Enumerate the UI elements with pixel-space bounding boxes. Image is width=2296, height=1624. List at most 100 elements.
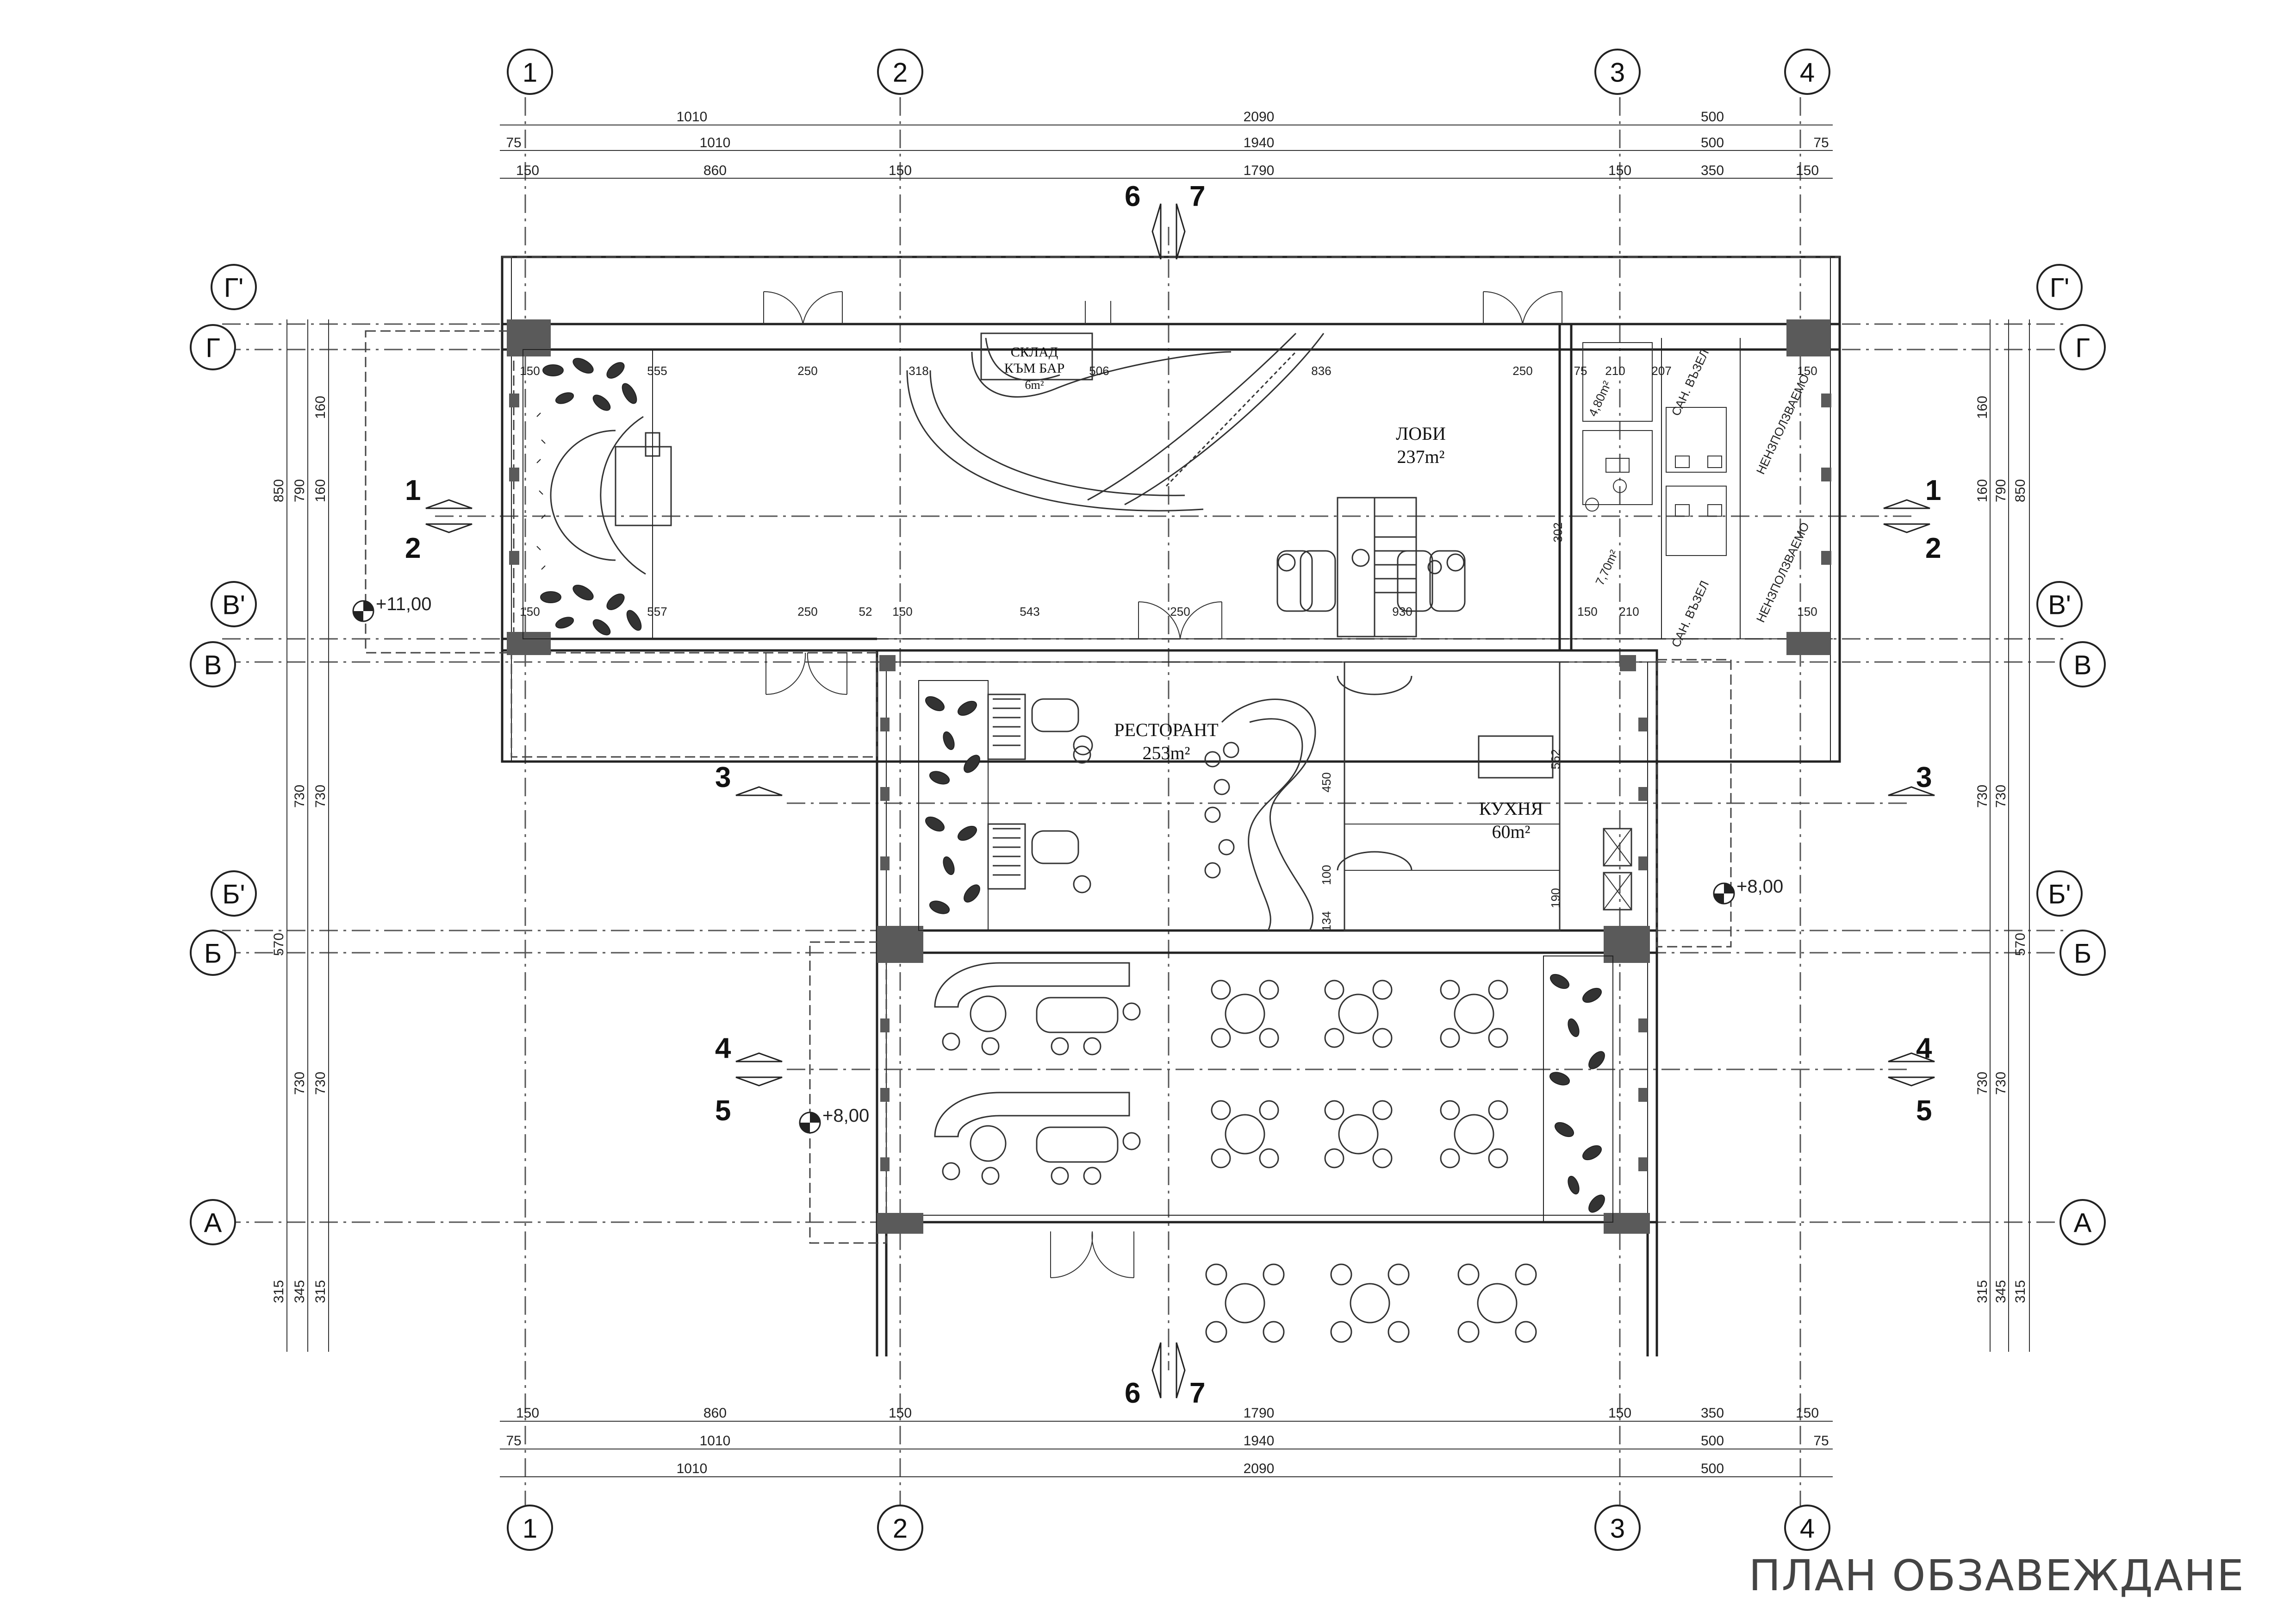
dim-label: 1010 xyxy=(677,1461,708,1476)
dim-label: 500 xyxy=(1701,1461,1724,1476)
inner-dim: 150 xyxy=(1797,605,1817,618)
room-name-restaurant: РЕСТОРАНТ xyxy=(1114,719,1219,740)
grid-axes xyxy=(222,97,2069,1509)
room-area-lobby: 237m² xyxy=(1397,446,1444,467)
inner-dim: 836 xyxy=(1311,364,1331,378)
axis-label: Б xyxy=(2074,939,2091,969)
inner-dim: 207 xyxy=(1651,364,1671,378)
section-label: 2 xyxy=(405,532,421,564)
dim-label: 1010 xyxy=(700,135,731,150)
inner-dim: 557 xyxy=(647,605,667,618)
inner-dim: 555 xyxy=(647,364,667,378)
axis-label: 2 xyxy=(893,1514,908,1544)
inner-dim: 150 xyxy=(520,364,540,378)
inner-dim: 210 xyxy=(1619,605,1639,618)
axis-label: Б' xyxy=(2048,880,2071,910)
column xyxy=(877,1213,923,1234)
dim-label: 75 xyxy=(506,135,521,150)
doors xyxy=(763,291,1562,1279)
inner-dim: 543 xyxy=(1020,605,1039,618)
inner-dim: 250 xyxy=(1170,605,1190,618)
room-name-storage-2: КЪМ БАР xyxy=(1004,361,1065,376)
inner-dim: 4,80m² xyxy=(1586,379,1614,418)
section-label: 6 xyxy=(1125,1377,1140,1409)
axis-label: 1 xyxy=(523,1514,537,1544)
dims-side-left: 850 570 790 730 730 345 160 160 730 730 … xyxy=(271,396,328,1303)
round-table xyxy=(1205,1263,1285,1343)
round-table xyxy=(1211,980,1279,1048)
dim-label: 150 xyxy=(516,1405,539,1421)
wc-fixtures xyxy=(1582,342,1727,556)
room-area-restaurant: 253m² xyxy=(1142,743,1190,763)
dim-label: 730 xyxy=(1975,785,1990,808)
column xyxy=(1786,319,1830,356)
column xyxy=(507,319,551,356)
inner-dim: 190 xyxy=(1549,888,1562,908)
room-name-storage: СКЛАД xyxy=(1011,344,1058,360)
section-markers xyxy=(425,203,1935,1399)
dim-label: 790 xyxy=(292,479,307,502)
inner-dim: 7,70m² xyxy=(1593,548,1621,587)
column xyxy=(1620,655,1636,671)
dim-label: 1940 xyxy=(1244,135,1275,150)
level-marker xyxy=(352,600,374,622)
dim-label: 500 xyxy=(1701,1433,1724,1449)
axis-bubble-top-3 xyxy=(1594,49,1641,95)
section-label: 1 xyxy=(405,475,421,506)
dim-label: 315 xyxy=(271,1280,286,1303)
axis-bubble-right-B-prime xyxy=(2036,870,2083,917)
round-table xyxy=(1330,1263,1410,1343)
room-name-lobby: ЛОБИ xyxy=(1396,423,1446,444)
axis-label: Б' xyxy=(222,880,245,910)
dim-label: 150 xyxy=(1608,163,1631,178)
axis-bubble-left-A xyxy=(190,1199,236,1245)
dim-label: 730 xyxy=(1993,785,2009,808)
level-marker xyxy=(799,1112,821,1134)
axis-label: 3 xyxy=(1610,58,1625,88)
room-area-kitchen: 60m² xyxy=(1492,821,1530,842)
axis-bubble-right-B xyxy=(2060,930,2106,976)
dim-label: 315 xyxy=(313,1280,328,1303)
dim-label: 150 xyxy=(516,163,539,178)
lobby-furniture xyxy=(550,332,1466,637)
dim-label: 860 xyxy=(703,1405,727,1421)
dim-label: 1940 xyxy=(1244,1433,1275,1449)
column xyxy=(1604,926,1650,963)
axis-bubble-left-B xyxy=(190,930,236,976)
dims-side-right: 850 570 790 730 730 345 160 160 730 730 … xyxy=(1975,396,2028,1303)
dim-label: 790 xyxy=(1993,479,2009,502)
section-label: 3 xyxy=(715,762,731,793)
dim-label: 850 xyxy=(271,479,286,502)
dimension-lines xyxy=(286,125,2030,1477)
planter-lobby xyxy=(523,349,653,639)
dim-label: 350 xyxy=(1701,163,1724,178)
inner-dim: 100 xyxy=(1319,865,1333,885)
structural-columns xyxy=(507,319,1831,1234)
axis-bubble-left-V xyxy=(190,641,236,687)
column xyxy=(879,655,896,671)
dim-label: 150 xyxy=(889,1405,912,1421)
dim-label: 75 xyxy=(1813,135,1829,150)
dim-label: 315 xyxy=(2013,1280,2028,1303)
axis-bubble-left-G-prime xyxy=(211,264,257,310)
dims-bottom: 150 860 150 1790 150 350 150 75 1010 194… xyxy=(506,1405,1829,1476)
axis-bubble-left-B-prime xyxy=(211,870,257,917)
level-label: +11,00 xyxy=(376,594,432,614)
inner-dim: 250 xyxy=(797,364,817,378)
restaurant-furniture xyxy=(934,661,1632,1185)
axis-bubble-top-4 xyxy=(1784,49,1830,95)
inner-dim: 506 xyxy=(1089,364,1109,378)
dim-label: 730 xyxy=(1993,1072,2009,1095)
round-table xyxy=(1324,1100,1393,1168)
axis-bubble-top-1 xyxy=(507,49,553,95)
level-marker xyxy=(1713,882,1735,905)
section-label: 7 xyxy=(1189,1377,1205,1409)
dim-label: 730 xyxy=(313,785,328,808)
dim-label: 150 xyxy=(1796,163,1819,178)
dim-label: 500 xyxy=(1701,109,1724,125)
column xyxy=(1604,1213,1650,1234)
inner-dim: 318 xyxy=(908,364,928,378)
inner-dim: 75 xyxy=(1574,364,1587,378)
axis-label: 1 xyxy=(523,58,537,88)
